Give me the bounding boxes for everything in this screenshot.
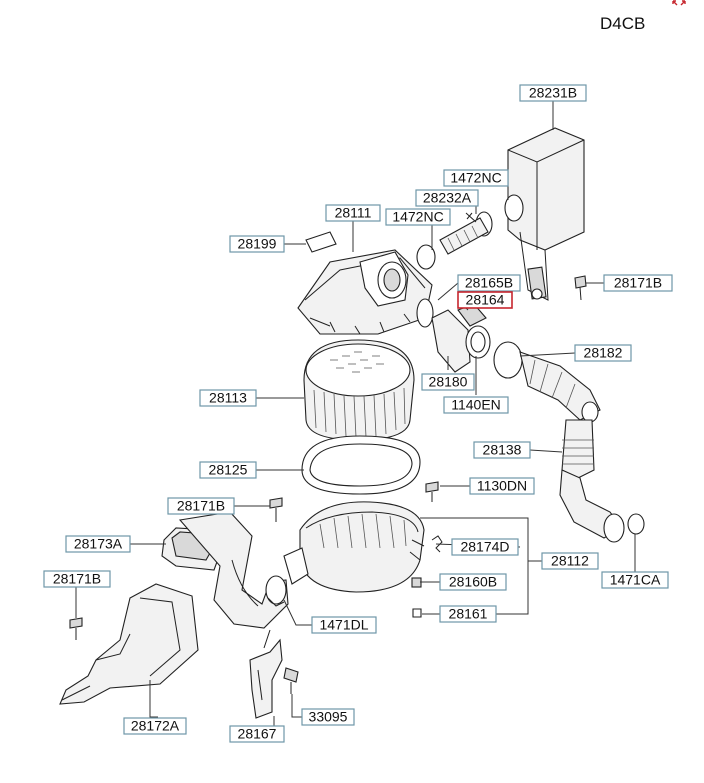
part-number-text: 28171B [53, 571, 101, 587]
part-label-28113[interactable]: 28113 [199, 389, 257, 407]
part-label-28171B-right[interactable]: 28171B [603, 274, 673, 292]
rubber-hose-drawing [493, 341, 601, 423]
intake-duct-drawing [161, 511, 289, 629]
clamp-1471dl-drawing [265, 575, 287, 607]
part-label-1140EN[interactable]: 1140EN [443, 396, 509, 414]
part-number-text: 28174D [460, 539, 509, 555]
filter-element-drawing [303, 339, 415, 441]
part-label-1471CA[interactable]: 1471CA [601, 571, 669, 589]
part-number-text: 1140EN [451, 397, 501, 413]
part-number-text: 1472NC [392, 209, 443, 225]
gasket-drawing [416, 298, 434, 328]
grommet-drawing [411, 577, 422, 588]
part-number-text: 28172A [131, 718, 180, 734]
part-label-28180[interactable]: 28180 [421, 373, 475, 391]
part-number-text: 1472NC [450, 170, 501, 186]
part-number-text: 28113 [209, 390, 247, 406]
part-label-28232A[interactable]: 28232A [415, 189, 479, 207]
part-label-28199[interactable]: 28199 [229, 235, 285, 253]
part-number-text: 28161 [449, 606, 488, 622]
insulator-drawing [412, 608, 422, 618]
part-number-text: 33095 [309, 709, 348, 725]
part-label-28161[interactable]: 28161 [439, 605, 497, 623]
part-number-text: 28173A [74, 536, 123, 552]
part-label-28164[interactable]: 28164 [457, 291, 513, 309]
expand-arrows-icon[interactable] [672, 0, 686, 12]
part-label-28112[interactable]: 28112 [541, 552, 599, 570]
bolt-left-drawing [69, 617, 83, 640]
part-number-text: 28125 [209, 462, 248, 478]
air-cleaner-cover-drawing [297, 249, 433, 335]
part-label-28171B-left[interactable]: 28171B [43, 570, 111, 588]
bolt-1130dn-drawing [425, 481, 439, 502]
filter-gasket-drawing [301, 435, 421, 495]
air-cleaner-body-drawing [283, 501, 425, 593]
part-label-33095[interactable]: 33095 [301, 708, 355, 726]
part-label-28138[interactable]: 28138 [473, 441, 531, 459]
bolt-mid-drawing [269, 497, 283, 522]
part-label-1130DN[interactable]: 1130DN [469, 477, 535, 495]
air-guide-drawing [59, 583, 199, 705]
resonator-drawing [504, 127, 585, 301]
part-number-text: 28182 [584, 345, 623, 361]
part-label-28171B-mid[interactable]: 28171B [167, 497, 235, 515]
part-number-text: 28164 [466, 292, 505, 308]
intake-hose-drawing [416, 211, 493, 270]
part-label-28174D[interactable]: 28174D [451, 538, 519, 556]
part-number-text: 28231B [529, 85, 577, 101]
part-number-text: 28180 [429, 374, 468, 390]
part-number-text: 28165B [465, 275, 513, 291]
part-label-28173A[interactable]: 28173A [65, 535, 131, 553]
label-sticker-drawing [305, 231, 337, 253]
part-label-1472NC-mid[interactable]: 1472NC [385, 208, 451, 226]
bolt-33095-drawing [283, 667, 299, 694]
part-label-1472NC-top[interactable]: 1472NC [443, 169, 509, 187]
part-number-text: 28160B [449, 574, 497, 590]
duct-hose-drawing [559, 419, 645, 543]
diagram-code: D4CB [600, 14, 646, 33]
part-label-28167[interactable]: 28167 [229, 725, 285, 743]
part-number-text: 28171B [614, 275, 662, 291]
part-number-text: 28171B [177, 498, 225, 514]
part-number-text: 28111 [335, 205, 372, 221]
part-number-text: 1471DL [319, 617, 368, 633]
part-label-28165B[interactable]: 28165B [457, 274, 521, 292]
part-label-28125[interactable]: 28125 [199, 461, 257, 479]
part-label-28231B[interactable]: 28231B [519, 84, 587, 102]
part-number-text: 1130DN [477, 478, 527, 494]
bolt-right-drawing [574, 275, 587, 301]
part-label-28172A[interactable]: 28172A [123, 717, 187, 735]
part-label-28160B[interactable]: 28160B [439, 573, 507, 591]
part-label-28182[interactable]: 28182 [574, 344, 632, 362]
bracket-drawing [249, 629, 283, 719]
part-label-1471DL[interactable]: 1471DL [311, 616, 377, 634]
part-number-text: 1471CA [610, 572, 661, 588]
clip-drawing [431, 535, 443, 553]
part-label-28111[interactable]: 28111 [325, 204, 381, 222]
part-number-text: 28112 [551, 553, 589, 569]
part-number-text: 28199 [238, 236, 277, 252]
part-number-text: 28138 [483, 442, 522, 458]
part-number-text: 28167 [238, 726, 277, 742]
airflow-sensor-drawing [431, 303, 491, 373]
part-number-text: 28232A [423, 190, 472, 206]
